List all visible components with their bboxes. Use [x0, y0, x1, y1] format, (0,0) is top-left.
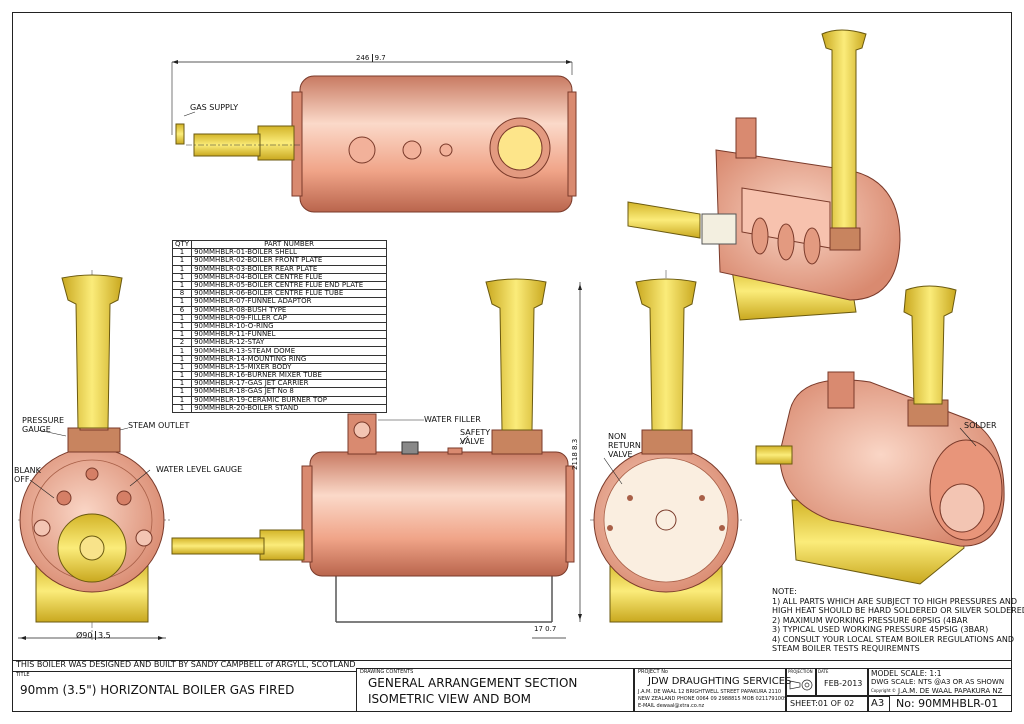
bom-qty: 1	[171, 256, 193, 266]
diameter-dim: Ø90 3.5	[76, 631, 111, 640]
bom-part: 90MMHBLR-07-FUNNEL ADAPTOR	[191, 297, 388, 307]
notes-text: 1) ALL PARTS WHICH ARE SUBJECT TO HIGH P…	[772, 597, 1024, 654]
bom-part: 90MMHBLR-18-GAS JET No 8	[191, 387, 388, 397]
drawing-contents-1: GENERAL ARRANGEMENT SECTION	[368, 676, 578, 690]
company-box	[634, 668, 786, 712]
copyright-label: Copyright ©	[871, 688, 896, 693]
callout-gas-supply: GAS SUPPLY	[190, 103, 239, 112]
sheet-number: SHEET:01 OF 02	[790, 699, 855, 708]
designed-by-row	[12, 660, 356, 672]
date-label: DATE	[818, 669, 829, 674]
designed-by: THIS BOILER WAS DESIGNED AND BUILT BY SA…	[16, 660, 356, 669]
side-view	[171, 278, 582, 639]
height-dim: 2118 8.3	[571, 438, 579, 470]
projection-symbol-icon	[789, 679, 813, 691]
bom-qty: 1	[171, 346, 193, 356]
notes-heading: NOTE:	[772, 587, 797, 596]
project-label: PROJECT No	[638, 669, 668, 675]
top-view	[171, 60, 577, 213]
rear-view	[590, 270, 744, 623]
bom-qty: 6	[171, 305, 193, 315]
company-address-1: J.A.M. DE WAAL 12 BRIGHTWELL STREET PAPA…	[638, 689, 782, 695]
bom-qty: 1	[171, 387, 193, 397]
drawing-contents-2: ISOMETRIC VIEW AND BOM	[368, 692, 532, 706]
dwg-scale: DWG SCALE: NTS @A3 OR AS SHOWN	[871, 678, 1005, 686]
drawing-number: No: 90MMHBLR-01	[896, 697, 999, 710]
overall-length-dim: 246 9.7	[356, 54, 386, 62]
bom-part: 90MMHBLR-12-STAY	[191, 338, 388, 348]
bom-part: 90MMHBLR-13-STEAM DOME	[191, 346, 388, 356]
date-box	[816, 668, 868, 696]
callout-non-return-valve: NON RETURN VALVE	[608, 432, 641, 459]
isometric-view	[755, 285, 1005, 585]
drawing-title: 90mm (3.5") HORIZONTAL BOILER GAS FIRED	[20, 683, 295, 697]
front-view	[18, 270, 170, 640]
model-scale: MODEL SCALE: 1:1	[871, 669, 942, 678]
sheet-box	[786, 696, 868, 712]
callout-steam-outlet: STEAM OUTLET	[128, 421, 190, 430]
callout-water-filler: WATER FILLER	[424, 415, 481, 424]
bom-qty: 1	[171, 297, 193, 307]
bom-part: 90MMHBLR-02-BOILER FRONT PLATE	[191, 256, 388, 266]
isometric-section-view	[627, 29, 901, 321]
sheet-size: A3	[871, 698, 885, 709]
callout-water-level-gauge: WATER LEVEL GAUGE	[156, 465, 243, 474]
callout-solder: SOLDER	[964, 421, 997, 430]
callout-blank-off: BLANK OFF	[14, 466, 41, 484]
copyright-value: J.A.M. DE WAAL PAPAKURA NZ	[898, 687, 1003, 695]
callout-safety-valve: SAFETY VALVE	[460, 428, 491, 446]
drawing-contents-label: DRAWING CONTENTS	[360, 669, 414, 675]
drawing-contents-box	[356, 668, 634, 712]
bom-part: 90MMHBLR-08-BUSH TYPE	[191, 305, 388, 315]
stand-width-dim: 17 0.7	[534, 625, 557, 633]
scale-box	[868, 668, 1012, 696]
bom-qty: 2	[171, 338, 193, 348]
date-value: FEB-2013	[824, 679, 863, 688]
bom-part: 90MMHBLR-20-BOILER STAND	[191, 403, 388, 413]
bom-qty: 1	[171, 403, 193, 413]
company-address-2: NEW ZEALAND PHONE 0064 09 2988815 MOB 02…	[638, 696, 788, 702]
projection-box	[786, 668, 816, 696]
callout-pressure-gauge: PRESSURE GAUGE	[22, 416, 65, 434]
projection-label: PROJECTION	[788, 669, 813, 674]
size-box	[868, 696, 890, 712]
company-address-3: E-MAIL dewaal@xtra.co.nz	[638, 703, 705, 709]
title-label: TITLE	[16, 672, 30, 678]
company-name: JDW DRAUGHTING SERVICES	[648, 676, 792, 687]
